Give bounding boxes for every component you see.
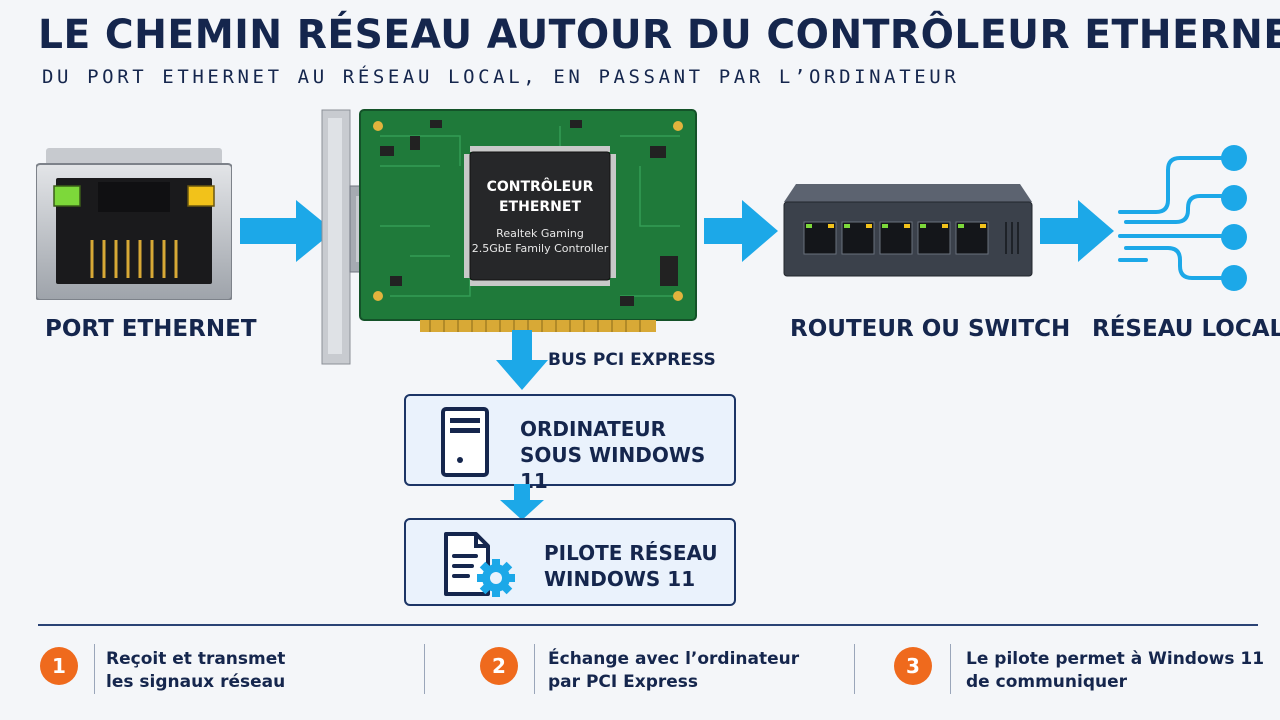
step-2-text: Échange avec l’ordinateur par PCI Expres…: [548, 648, 799, 694]
step-3-line1: Le pilote permet à Windows 11: [966, 649, 1265, 669]
computer-line2: SOUS WINDOWS 11: [520, 443, 706, 493]
step-2-number: 2: [480, 647, 518, 685]
driver-box: PILOTE RÉSEAU WINDOWS 11: [404, 518, 736, 606]
footer-divider: [38, 624, 1258, 626]
router-switch-illustration: [783, 184, 1033, 277]
controller-chip: CONTRÔLEUR ETHERNET Realtek Gaming 2.5Gb…: [470, 152, 610, 280]
arrow-down-icon: [500, 484, 544, 520]
ethernet-port-illustration: [36, 148, 232, 300]
chip-title-line2: ETHERNET: [498, 199, 581, 215]
driver-box-text: PILOTE RÉSEAU WINDOWS 11: [544, 540, 718, 592]
router-switch-label: ROUTEUR OU SWITCH: [790, 316, 1071, 342]
step-2-line2: par PCI Express: [548, 672, 699, 692]
computer-box-text: ORDINATEUR SOUS WINDOWS 11: [520, 416, 734, 494]
computer-line1: ORDINATEUR: [520, 417, 667, 441]
page-subtitle: DU PORT ETHERNET AU RÉSEAU LOCAL, EN PAS…: [42, 66, 960, 88]
chip-title-line1: CONTRÔLEUR: [486, 179, 594, 195]
step-divider: [854, 644, 855, 694]
driver-line1: PILOTE RÉSEAU: [544, 541, 718, 565]
step-3-text: Le pilote permet à Windows 11 de communi…: [966, 648, 1264, 694]
port-ethernet-label: PORT ETHERNET: [45, 316, 257, 342]
driver-line2: WINDOWS 11: [544, 567, 696, 591]
arrow-down-icon: [496, 330, 548, 390]
computer-box: ORDINATEUR SOUS WINDOWS 11: [404, 394, 736, 493]
step-2-separator: [534, 644, 535, 694]
chip-sub-line1: Realtek Gaming: [496, 227, 584, 240]
arrow-right-icon: [240, 200, 334, 262]
step-1-line2: les signaux réseau: [106, 672, 286, 692]
step-divider: [424, 644, 425, 694]
local-network-label: RÉSEAU LOCAL: [1092, 316, 1280, 342]
step-1-separator: [94, 644, 95, 694]
step-1-text: Reçoit et transmet les signaux réseau: [106, 648, 285, 694]
pci-bus-label: BUS PCI EXPRESS: [548, 350, 716, 370]
step-3-line2: de communiquer: [966, 672, 1128, 692]
chip-sub-line2: 2.5GbE Family Controller: [471, 242, 609, 255]
step-1-line1: Reçoit et transmet: [106, 649, 286, 669]
local-network-icon: [1118, 145, 1247, 291]
computer-tower-icon: [441, 407, 489, 477]
step-3-number: 3: [894, 647, 932, 685]
network-card-illustration: [321, 109, 697, 365]
arrow-right-icon: [1040, 200, 1114, 262]
step-3-separator: [950, 644, 951, 694]
driver-document-gear-icon: [444, 532, 515, 597]
step-1-number: 1: [40, 647, 78, 685]
page-title: LE CHEMIN RÉSEAU AUTOUR DU CONTRÔLEUR ET…: [38, 12, 1280, 58]
step-2-line1: Échange avec l’ordinateur: [548, 649, 800, 669]
arrow-right-icon: [704, 200, 778, 262]
